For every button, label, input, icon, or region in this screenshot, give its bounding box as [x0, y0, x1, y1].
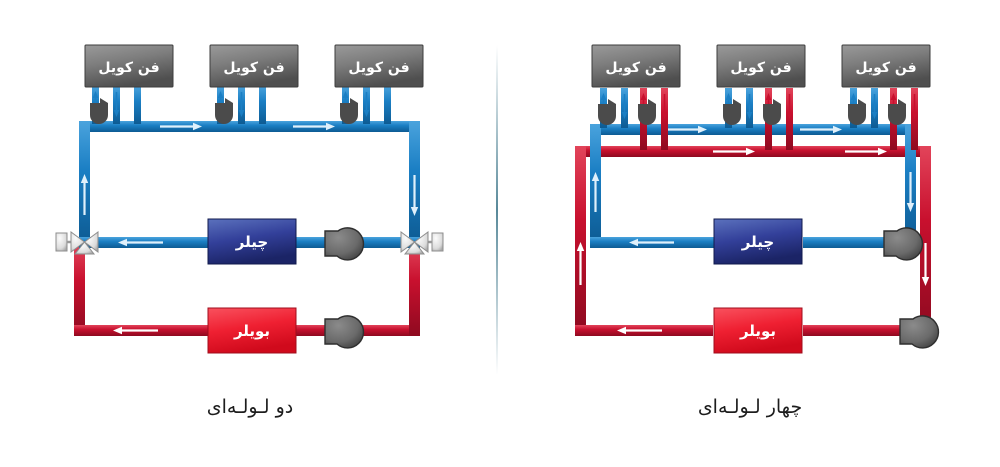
flow-arrow	[576, 242, 585, 285]
flow-arrow	[113, 326, 158, 335]
caption-four-pipe: چهار لـولـه‌ای	[697, 396, 803, 418]
flow-arrow	[591, 172, 600, 212]
three-way-valve-right[interactable]	[400, 231, 444, 255]
fan-coil-unit[interactable]: فن کویل	[209, 44, 299, 88]
valve-icon	[723, 99, 741, 125]
fan-coil-drops	[340, 86, 391, 124]
fan-coil-unit[interactable]: فن کویل	[591, 44, 681, 88]
fan-coil-drops	[598, 88, 668, 150]
fan-coil-label: فن کویل	[98, 60, 159, 76]
flow-arrow	[665, 125, 707, 134]
flow-arrow	[629, 238, 674, 247]
four-pipe-diagram: فن کویل فن کویل فن کویل چیلر بویلر	[575, 44, 940, 354]
three-way-valve-left[interactable]	[55, 231, 99, 255]
flow-arrow	[80, 174, 89, 215]
fan-coil-label: فن کویل	[730, 60, 791, 76]
fan-coil-drops	[723, 88, 793, 150]
chilled-water-loop-right	[590, 124, 916, 248]
chiller-unit[interactable]: چیلر	[207, 218, 297, 265]
fan-coil-drops	[90, 86, 141, 124]
chilled-water-pump[interactable]	[324, 227, 365, 261]
valve-icon	[763, 99, 781, 125]
caption-two-pipe: دو لـولـه‌ای	[206, 396, 294, 418]
fan-coil-unit[interactable]: فن کویل	[841, 44, 931, 88]
boiler-label: بویلر	[739, 322, 776, 340]
flow-arrow	[621, 94, 628, 119]
valve-icon	[888, 99, 906, 125]
fan-coil-label: فن کویل	[605, 60, 666, 76]
flow-arrow	[410, 175, 419, 216]
valve-icon	[598, 99, 616, 125]
fan-coil-label: فن کویل	[223, 60, 284, 76]
flow-arrow	[911, 94, 918, 119]
valve-icon	[90, 98, 108, 124]
fan-coil-unit[interactable]: فن کویل	[84, 44, 174, 88]
flow-arrow	[661, 94, 668, 119]
flow-arrow	[293, 122, 335, 131]
two-pipe-diagram: فن کویل فن کویل فن کویل چیلر بویلر	[55, 44, 444, 354]
fan-coil-drops	[848, 88, 918, 150]
hot-water-pump[interactable]	[899, 315, 940, 349]
valve-icon	[340, 98, 358, 124]
hot-water-pump[interactable]	[324, 315, 365, 349]
chiller-label: چیلر	[235, 233, 268, 252]
valve-icon	[638, 99, 656, 125]
valve-icon	[848, 99, 866, 125]
flow-arrow	[160, 122, 202, 131]
flow-arrow	[845, 147, 887, 156]
boiler-unit[interactable]: بویلر	[207, 307, 297, 354]
fan-coil-unit[interactable]: فن کویل	[716, 44, 806, 88]
flow-arrow	[118, 238, 163, 247]
fan-coil-label: فن کویل	[348, 60, 409, 76]
hot-water-loop-right	[575, 146, 931, 336]
valve-icon	[215, 98, 233, 124]
flow-arrow	[786, 94, 793, 119]
flow-arrow	[238, 92, 245, 117]
flow-arrow	[800, 125, 842, 134]
center-divider	[496, 45, 498, 375]
fan-coil-unit[interactable]: فن کویل	[334, 44, 424, 88]
chiller-unit[interactable]: چیلر	[713, 218, 803, 265]
chiller-label: چیلر	[741, 233, 774, 252]
boiler-unit[interactable]: بویلر	[713, 307, 803, 354]
boiler-label: بویلر	[233, 322, 270, 340]
flow-arrow	[617, 326, 662, 335]
chilled-water-pump[interactable]	[883, 227, 924, 261]
flow-arrow	[113, 92, 120, 117]
flow-arrow	[713, 147, 755, 156]
flow-arrow	[906, 172, 915, 212]
flow-arrow	[363, 92, 370, 117]
flow-arrow	[921, 243, 930, 286]
fan-coil-label: فن کویل	[855, 60, 916, 76]
flow-arrow	[871, 94, 878, 119]
flow-arrow	[746, 94, 753, 119]
fan-coil-drops	[215, 86, 266, 124]
